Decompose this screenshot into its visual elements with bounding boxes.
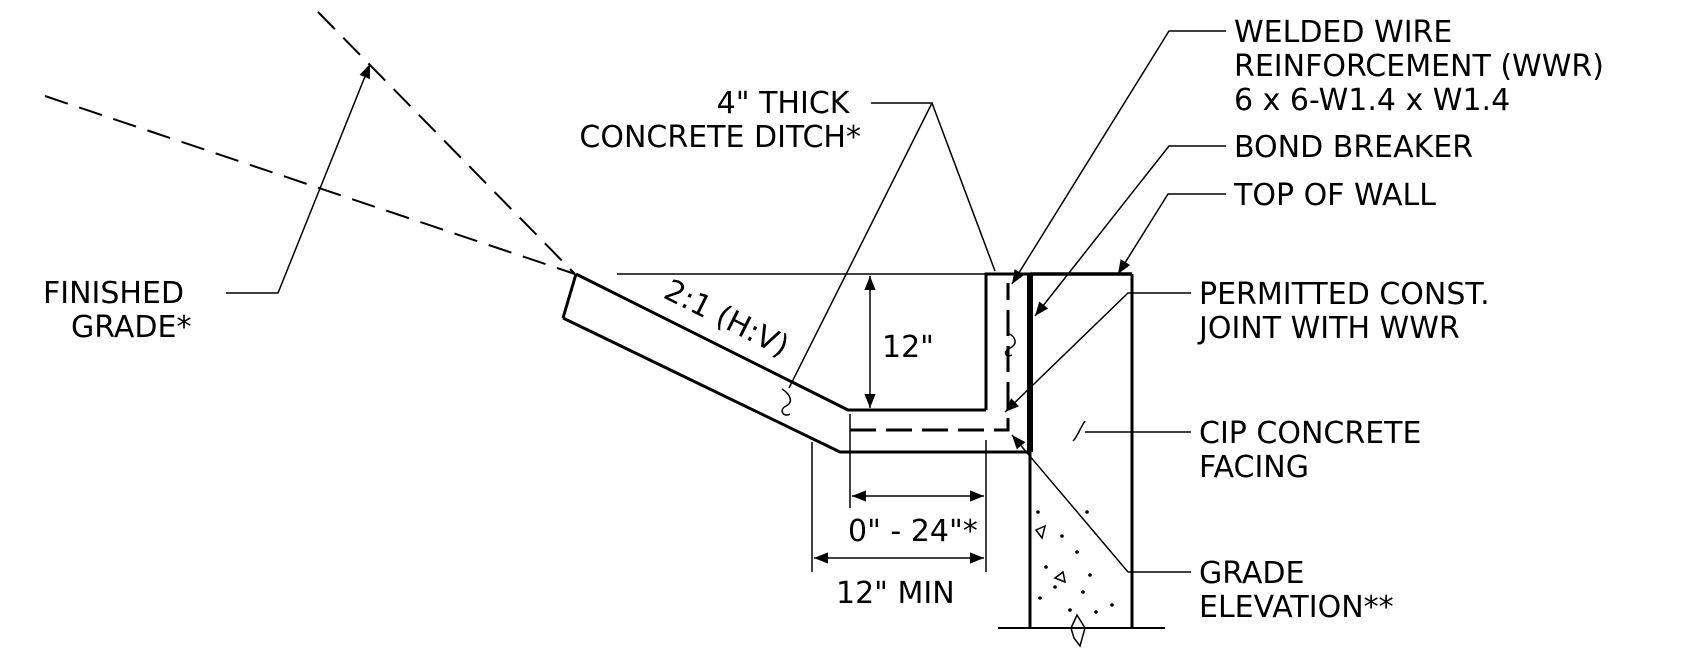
bond-breaker-label: BOND BREAKER <box>1234 130 1473 165</box>
cip-facing-label: CIP CONCRETE FACING <box>1199 416 1431 485</box>
wwr-line-2: REINFORCEMENT (WWR) <box>1234 49 1604 84</box>
welded-wire-reinforcement <box>850 283 1010 432</box>
const-joint-leader <box>1004 292 1191 413</box>
ditch-top-surface <box>575 272 986 412</box>
finished-grade-label: FINISHED GRADE* <box>43 276 194 345</box>
cip-facing-line-2: FACING <box>1199 450 1309 485</box>
top-of-wall-label: TOP OF WALL <box>1233 178 1436 213</box>
finished-grade-line-a <box>44 95 576 275</box>
concrete-ditch <box>561 272 1030 454</box>
wall-leg-break-mark <box>1004 332 1016 357</box>
cip-facing-line-1: CIP CONCRETE <box>1199 416 1421 451</box>
wwr-label: WELDED WIRE REINFORCEMENT (WWR) 6 x 6-W1… <box>1234 15 1613 118</box>
ditch-break-mark <box>781 388 792 416</box>
aggregate-shapes <box>1034 524 1086 648</box>
concrete-ditch-label: 4" THICK CONCRETE DITCH* <box>579 86 861 155</box>
grade-elevation-line-1: GRADE <box>1199 556 1304 591</box>
wwr-line-3: 6 x 6-W1.4 x W1.4 <box>1234 83 1510 118</box>
finished-grade-lines <box>44 11 576 275</box>
grade-elevation-leader <box>1011 434 1191 573</box>
top-of-wall-leader <box>1117 193 1226 275</box>
finished-grade-leader <box>226 63 371 294</box>
wwr-line-1: WELDED WIRE <box>1234 15 1452 50</box>
grade-elevation-label: GRADE ELEVATION** <box>1199 556 1394 625</box>
ditch-end-cap <box>561 273 578 319</box>
break-marks <box>781 332 1086 442</box>
ditch-bottom-surface <box>562 316 1030 454</box>
facing-break-mark <box>1072 420 1086 442</box>
dimension-lines <box>811 276 987 572</box>
leader-lines <box>226 30 1226 573</box>
const-joint-line-1: PERMITTED CONST. <box>1199 277 1490 312</box>
grade-elevation-line-2: ELEVATION** <box>1199 590 1394 625</box>
min-width-label: 12" MIN <box>836 576 955 611</box>
const-joint-label: PERMITTED CONST. JOINT WITH WWR <box>1197 277 1499 346</box>
ditch-leader-2 <box>931 102 996 272</box>
finished-grade-line-2: GRADE* <box>71 310 191 345</box>
wwr-leader <box>1011 30 1226 285</box>
concrete-ditch-line-1: 4" THICK <box>717 86 851 121</box>
soil-fill <box>1036 510 1114 614</box>
finished-grade-line-b <box>317 11 576 275</box>
cip-facing-wall <box>998 272 1165 629</box>
concrete-ditch-line-2: CONCRETE DITCH* <box>579 120 861 155</box>
ditch-width-label: 0" - 24"* <box>848 514 978 549</box>
bond-breaker-leader <box>1034 145 1226 317</box>
finished-grade-line-1: FINISHED <box>43 276 184 311</box>
const-joint-line-2: JOINT WITH WWR <box>1197 311 1460 346</box>
ditch-height-label: 12" <box>882 330 934 365</box>
